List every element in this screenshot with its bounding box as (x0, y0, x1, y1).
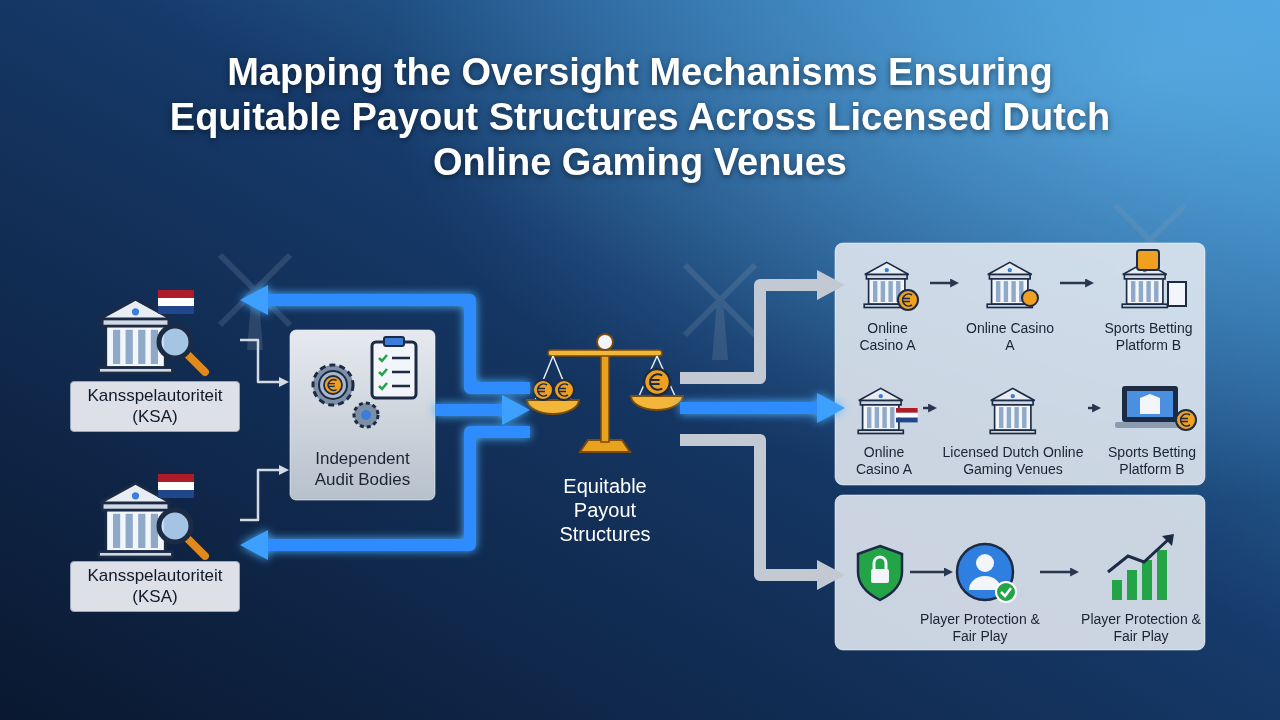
connector-arrow (680, 285, 818, 378)
clipboard (372, 342, 416, 398)
connector-arrow (1088, 407, 1093, 410)
check-mark (1001, 588, 1011, 596)
connector-arrow (1060, 282, 1086, 285)
protection-panel (835, 495, 1205, 650)
protection-node: Player Protection & Fair Play (1080, 520, 1202, 645)
venue-node: Sports Betting Platform B (1095, 252, 1202, 354)
connector-arrow (680, 402, 818, 414)
connector-arrow (240, 470, 280, 520)
gear (313, 365, 353, 405)
venue-node: Online Casino A (960, 252, 1060, 354)
connector-arrow (930, 282, 951, 285)
coin (1176, 410, 1196, 430)
connector-arrow (240, 340, 280, 382)
clipboard-clip (384, 337, 404, 346)
sportsbook-sign (1137, 250, 1159, 270)
coin (898, 290, 918, 310)
trend-arrow (1162, 534, 1174, 546)
scale-pan (631, 396, 683, 410)
connector-arrow (1040, 571, 1071, 574)
scale-pan (527, 400, 579, 414)
node-label: Sports Betting Platform B (1095, 320, 1202, 354)
venue-node: Online Casino A (845, 378, 923, 478)
gear-hub (361, 410, 371, 420)
lock-body (871, 569, 889, 583)
connector-arrow (267, 432, 530, 545)
venue-icon (990, 388, 1035, 433)
windmill (685, 265, 755, 360)
venues-panel (835, 243, 1205, 485)
lock-shackle (874, 557, 886, 569)
payout-hub: Equitable Payout Structures (530, 320, 680, 550)
audit-panel (290, 330, 435, 500)
regulator-node: Kansspelautoriteit (KSA) (70, 262, 240, 432)
laptop-base (1115, 422, 1185, 428)
node-label: Kansspelautoriteit (KSA) (70, 561, 240, 612)
node-label: Online Casino A (960, 320, 1060, 354)
gear-body (319, 371, 347, 399)
flow-arrow (910, 571, 944, 574)
venue-node: Licensed Dutch Online Gaming Venues (938, 378, 1088, 478)
connector-arrow (680, 440, 818, 575)
scale-strings (535, 356, 675, 400)
connector-arrow (267, 300, 530, 388)
laptop-screen (1122, 386, 1178, 422)
node-label: Player Protection & Fair Play (1080, 611, 1202, 645)
coin (554, 380, 574, 400)
scale-pole (601, 346, 609, 442)
chart-bar (1112, 580, 1122, 600)
regulator-icon (99, 290, 205, 373)
protection-node: Player Protection & Fair Play (845, 520, 1040, 645)
chart-bar (1142, 560, 1152, 600)
gear-coin (324, 376, 342, 394)
checkmarks (379, 355, 387, 389)
trend-line (1108, 538, 1170, 572)
venue-node: Online Casino A (845, 252, 930, 354)
node-label: Licensed Dutch Online Gaming Venues (938, 444, 1088, 478)
dutch-flag (896, 408, 918, 422)
shield-icon (858, 546, 902, 600)
node-label: Kansspelautoriteit (KSA) (70, 381, 240, 432)
connector-arrow (923, 407, 929, 410)
venue-node: Sports Betting Platform B (1102, 378, 1202, 478)
node-label: Player Protection & Fair Play (920, 611, 1040, 645)
coin (644, 369, 670, 395)
connector-arrow (435, 404, 503, 416)
check-badge (996, 582, 1016, 602)
node-label: Online Casino A (845, 320, 930, 354)
scale-knob (597, 334, 613, 350)
node-label: Independent Audit Bodies (300, 448, 425, 491)
regulator-icon (99, 474, 205, 557)
chart-bar (1127, 570, 1137, 600)
node-label: Sports Betting Platform B (1102, 444, 1202, 478)
diagram-title: Mapping the Oversight Mechanisms Ensurin… (140, 50, 1140, 184)
audit-box: Independent Audit Bodies (290, 330, 435, 500)
gear-small (354, 403, 378, 427)
chip-icon (1022, 290, 1038, 306)
chart-bar (1157, 550, 1167, 600)
node-label: Online Casino A (845, 444, 923, 478)
laptop-venue (1140, 394, 1160, 414)
check-lines (392, 358, 410, 386)
player-head (976, 554, 994, 572)
node-label: Equitable Payout Structures (545, 474, 665, 546)
coin (533, 380, 553, 400)
regulator-node: Kansspelautoriteit (KSA) (70, 478, 240, 612)
laptop-display (1127, 391, 1173, 417)
ticket-icon (1168, 282, 1186, 306)
